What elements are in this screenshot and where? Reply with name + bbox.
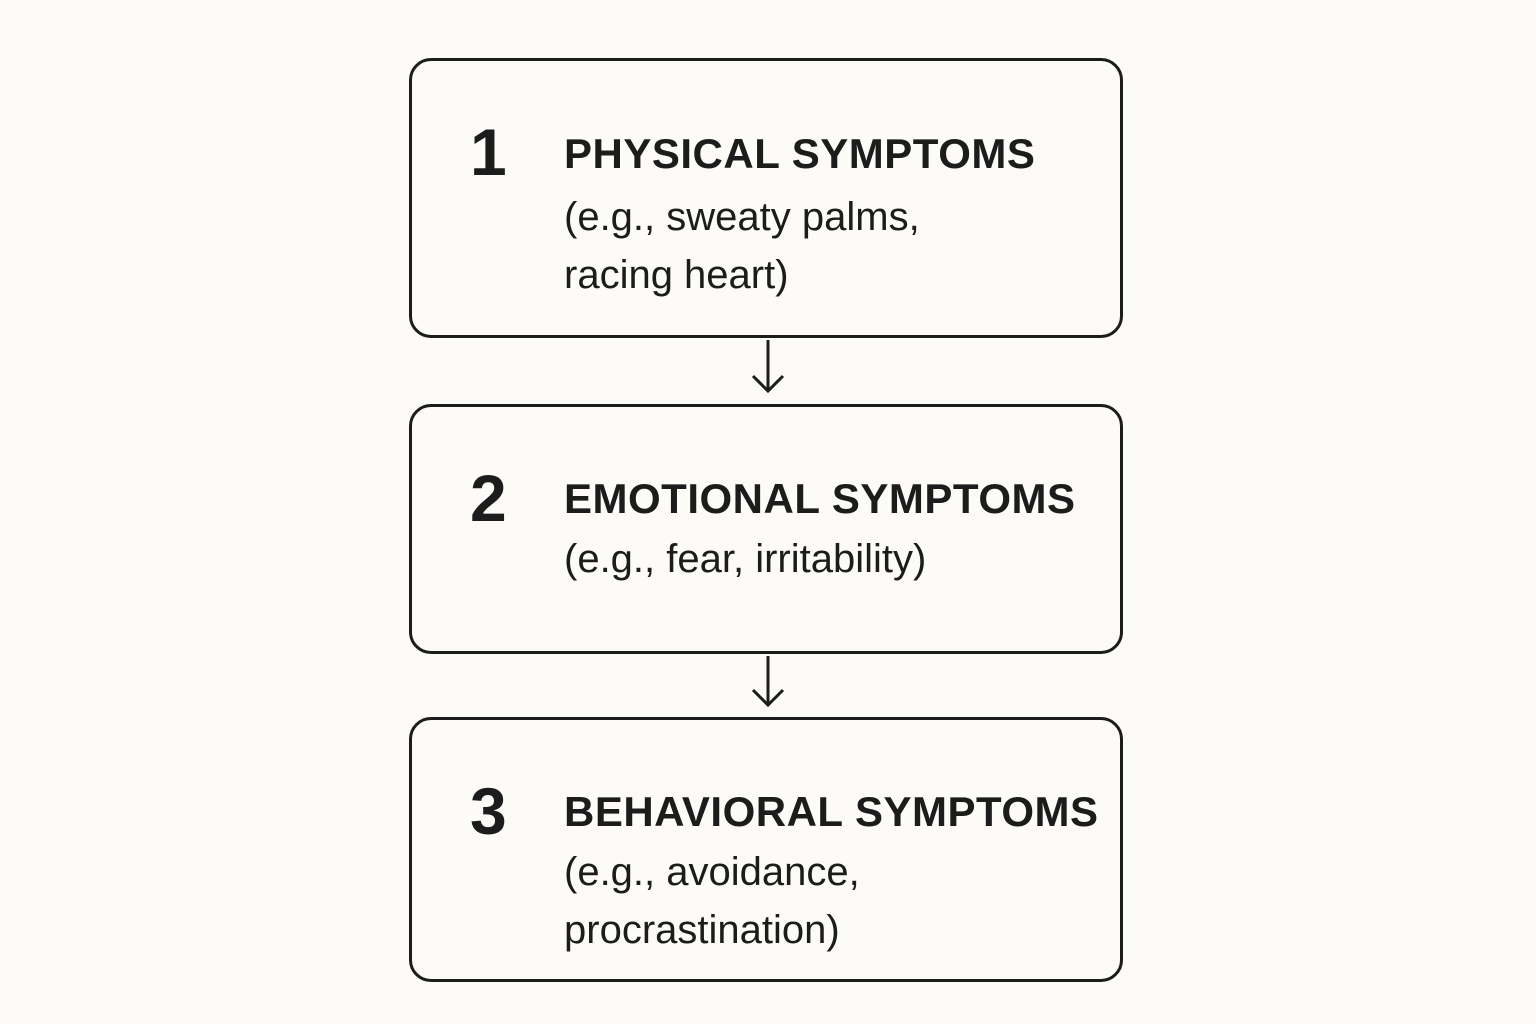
step-description: (e.g., avoidance, procrastination) [564, 843, 860, 959]
step-title: EMOTIONAL SYMPTOMS [564, 475, 1076, 522]
down-arrow-icon [751, 340, 785, 394]
step-description-line: racing heart) [564, 253, 789, 297]
step-description-line: (e.g., sweaty palms, [564, 195, 920, 239]
step-number: 1 [470, 115, 507, 189]
step-title: PHYSICAL SYMPTOMS [564, 130, 1036, 177]
step-box-emotional: 2 EMOTIONAL SYMPTOMS (e.g., fear, irrita… [409, 404, 1123, 654]
step-box-physical: 1 PHYSICAL SYMPTOMS (e.g., sweaty palms,… [409, 58, 1123, 338]
step-description: (e.g., sweaty palms, racing heart) [564, 188, 920, 304]
step-description-line: procrastination) [564, 908, 840, 952]
step-box-behavioral: 3 BEHAVIORAL SYMPTOMS (e.g., avoidance, … [409, 717, 1123, 982]
step-description: (e.g., fear, irritability) [564, 530, 926, 588]
step-description-line: (e.g., avoidance, [564, 850, 860, 894]
step-number: 3 [470, 774, 507, 848]
down-arrow-icon [751, 656, 785, 708]
step-description-line: (e.g., fear, irritability) [564, 537, 927, 581]
step-number: 2 [470, 461, 507, 535]
step-title: BEHAVIORAL SYMPTOMS [564, 788, 1099, 835]
